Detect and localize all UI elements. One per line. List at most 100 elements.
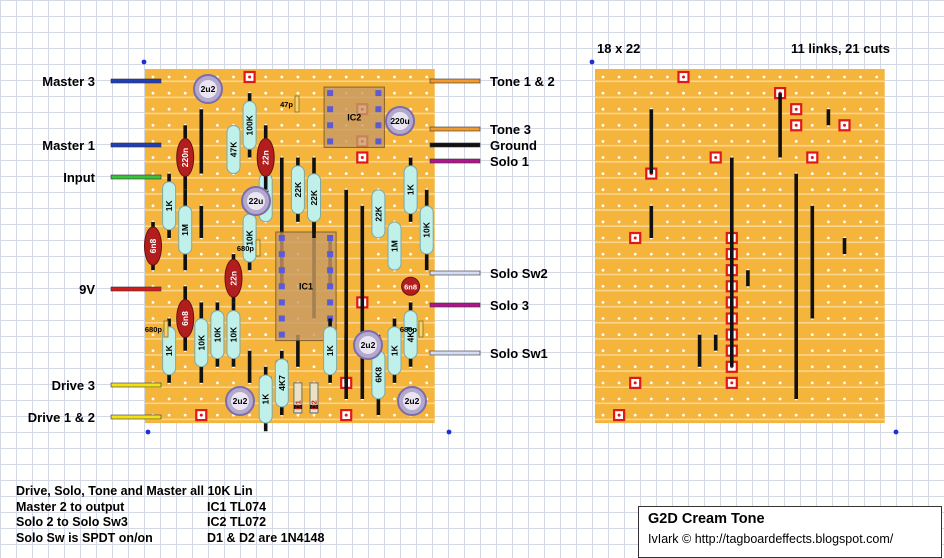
board-hole bbox=[859, 252, 862, 256]
board-hole bbox=[746, 252, 750, 256]
board-hole bbox=[762, 172, 766, 176]
board-hole bbox=[409, 75, 412, 79]
board-hole bbox=[778, 268, 782, 272]
board-hole bbox=[183, 397, 187, 401]
resistor bbox=[403, 165, 418, 215]
board-hole bbox=[183, 107, 187, 111]
capacitor-value: 6n8 bbox=[404, 282, 417, 291]
board-hole bbox=[875, 252, 879, 256]
board-hole bbox=[666, 75, 669, 79]
diode-band bbox=[310, 404, 318, 409]
track-cut-dot bbox=[794, 107, 798, 111]
resistor bbox=[290, 165, 305, 215]
board-hole bbox=[875, 365, 879, 369]
board-hole bbox=[843, 413, 846, 417]
copper-strip bbox=[595, 225, 885, 227]
ceramic-capacitor bbox=[163, 320, 169, 338]
resistor bbox=[162, 326, 177, 376]
board-hole bbox=[280, 75, 284, 79]
board-hole bbox=[601, 188, 605, 192]
corner-marker bbox=[141, 59, 147, 65]
ic-pin bbox=[327, 138, 334, 145]
board-hole bbox=[377, 284, 380, 288]
electrolytic-capacitor-top bbox=[403, 392, 421, 410]
board-hole bbox=[875, 220, 879, 224]
board-hole bbox=[746, 140, 750, 143]
board-hole bbox=[746, 365, 750, 369]
board-hole bbox=[682, 252, 685, 256]
board-hole bbox=[377, 268, 380, 272]
board-hole bbox=[875, 381, 879, 385]
ic-pin bbox=[375, 90, 382, 97]
board-hole bbox=[328, 75, 332, 79]
board-hole bbox=[393, 91, 396, 95]
ic-pin bbox=[327, 106, 334, 113]
board-hole bbox=[617, 123, 621, 127]
copper-strip bbox=[145, 128, 435, 131]
copper-strip bbox=[595, 273, 885, 276]
ic-pin bbox=[327, 122, 334, 129]
board-hole bbox=[778, 236, 782, 240]
board-hole bbox=[393, 284, 396, 288]
board-hole bbox=[151, 349, 155, 353]
board-hole bbox=[843, 301, 846, 304]
board-hole bbox=[232, 204, 235, 208]
board-hole bbox=[617, 349, 621, 353]
board-hole bbox=[151, 317, 155, 320]
board-hole bbox=[617, 333, 621, 336]
board-hole bbox=[328, 172, 332, 176]
ic-pin bbox=[278, 283, 285, 290]
right-wire bbox=[429, 78, 481, 84]
board-hole bbox=[633, 156, 637, 159]
right-connection-label: Ground bbox=[490, 138, 537, 153]
board-hole bbox=[778, 397, 782, 401]
board-hole bbox=[843, 107, 846, 111]
board-hole bbox=[827, 140, 830, 143]
resistor bbox=[162, 181, 177, 231]
board-hole bbox=[167, 140, 171, 143]
board-hole bbox=[666, 123, 669, 127]
board-hole bbox=[393, 140, 396, 143]
board-hole bbox=[617, 268, 621, 272]
board-hole bbox=[827, 91, 830, 95]
board-hole bbox=[859, 236, 862, 240]
board-hole bbox=[344, 75, 348, 79]
board-hole bbox=[794, 140, 798, 143]
board-hole bbox=[377, 156, 380, 159]
board-hole bbox=[393, 397, 396, 401]
board-hole bbox=[810, 75, 814, 79]
board-hole bbox=[216, 268, 219, 272]
right-wire bbox=[429, 302, 481, 308]
copper-strip bbox=[595, 80, 885, 83]
note-right: IC2 TL072 bbox=[207, 515, 267, 529]
board-hole bbox=[698, 252, 701, 256]
board-hole bbox=[633, 397, 637, 401]
board-hole bbox=[312, 91, 316, 95]
board-hole bbox=[666, 140, 669, 143]
copper-strip bbox=[595, 144, 885, 147]
board-hole bbox=[633, 284, 637, 288]
board-hole bbox=[778, 349, 782, 353]
board-hole bbox=[280, 123, 284, 127]
board-hole bbox=[778, 284, 782, 288]
board-hole bbox=[312, 365, 316, 369]
integrated-circuit bbox=[323, 86, 385, 148]
board-hole bbox=[666, 252, 669, 256]
board-hole bbox=[762, 123, 766, 127]
board-hole bbox=[843, 156, 846, 159]
board-hole bbox=[714, 397, 718, 401]
note-row: Drive, Solo, Tone and Master all 10K Lin bbox=[16, 484, 324, 500]
resistor bbox=[403, 310, 418, 360]
board-hole bbox=[264, 301, 268, 304]
board-hole bbox=[167, 284, 171, 288]
board-hole bbox=[859, 75, 862, 79]
diode-label: D1 bbox=[293, 400, 302, 410]
board-hole bbox=[425, 75, 429, 79]
left-wire bbox=[110, 382, 162, 388]
board-hole bbox=[425, 317, 429, 320]
board-hole bbox=[425, 365, 429, 369]
left-connection-label: Master 1 bbox=[42, 138, 95, 153]
board-hole bbox=[232, 236, 235, 240]
